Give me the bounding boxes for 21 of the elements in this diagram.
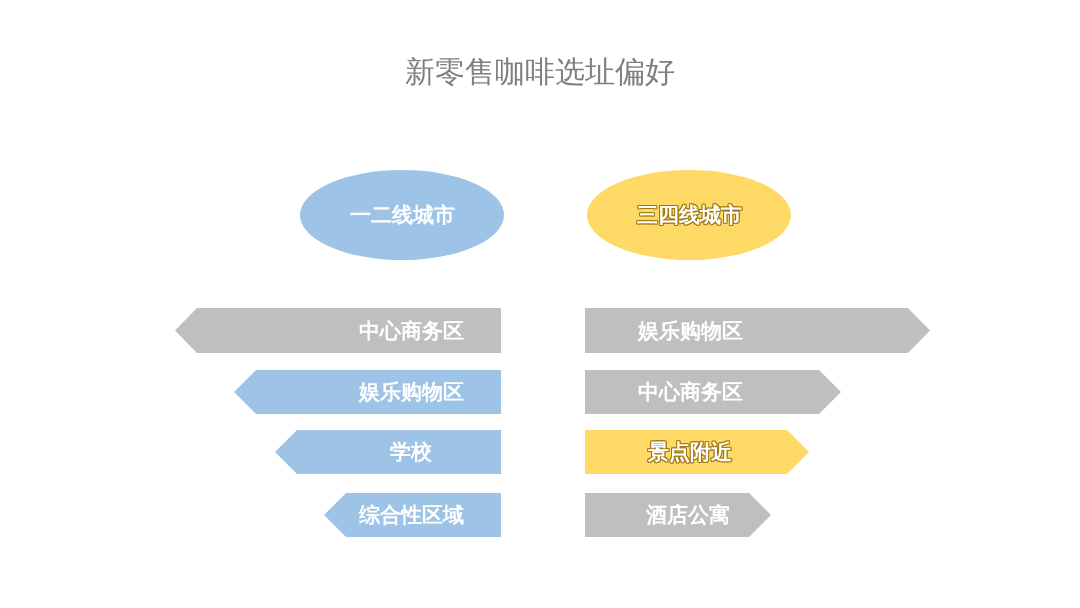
city-tier-ellipse: [587, 170, 791, 260]
right-arrow-banner: [585, 493, 771, 537]
banner-label: 综合性区域: [358, 502, 464, 528]
ellipse-label: 三四线城市: [636, 202, 742, 228]
banner-label: 中心商务区: [637, 379, 743, 405]
left-arrow-banner: [275, 430, 501, 474]
ellipse-label: 一二线城市: [349, 202, 455, 228]
left-arrow-banner: [324, 493, 501, 537]
banner-label: 景点附近: [648, 439, 732, 465]
banner-label: 学校: [390, 439, 432, 465]
banner-label: 娱乐购物区: [358, 379, 464, 405]
banner-label: 酒店公寓: [646, 502, 730, 528]
banner-label: 娱乐购物区: [637, 317, 743, 344]
right-arrow-banner: [585, 370, 841, 414]
left-arrow-banner: [175, 308, 501, 353]
banner-label: 中心商务区: [358, 317, 464, 344]
right-arrow-banner: [585, 308, 930, 353]
left-arrow-banner: [234, 370, 501, 414]
city-tier-ellipse: [300, 170, 504, 260]
right-arrow-banner: [585, 430, 809, 474]
diagram-title: 新零售咖啡选址偏好: [405, 53, 675, 91]
